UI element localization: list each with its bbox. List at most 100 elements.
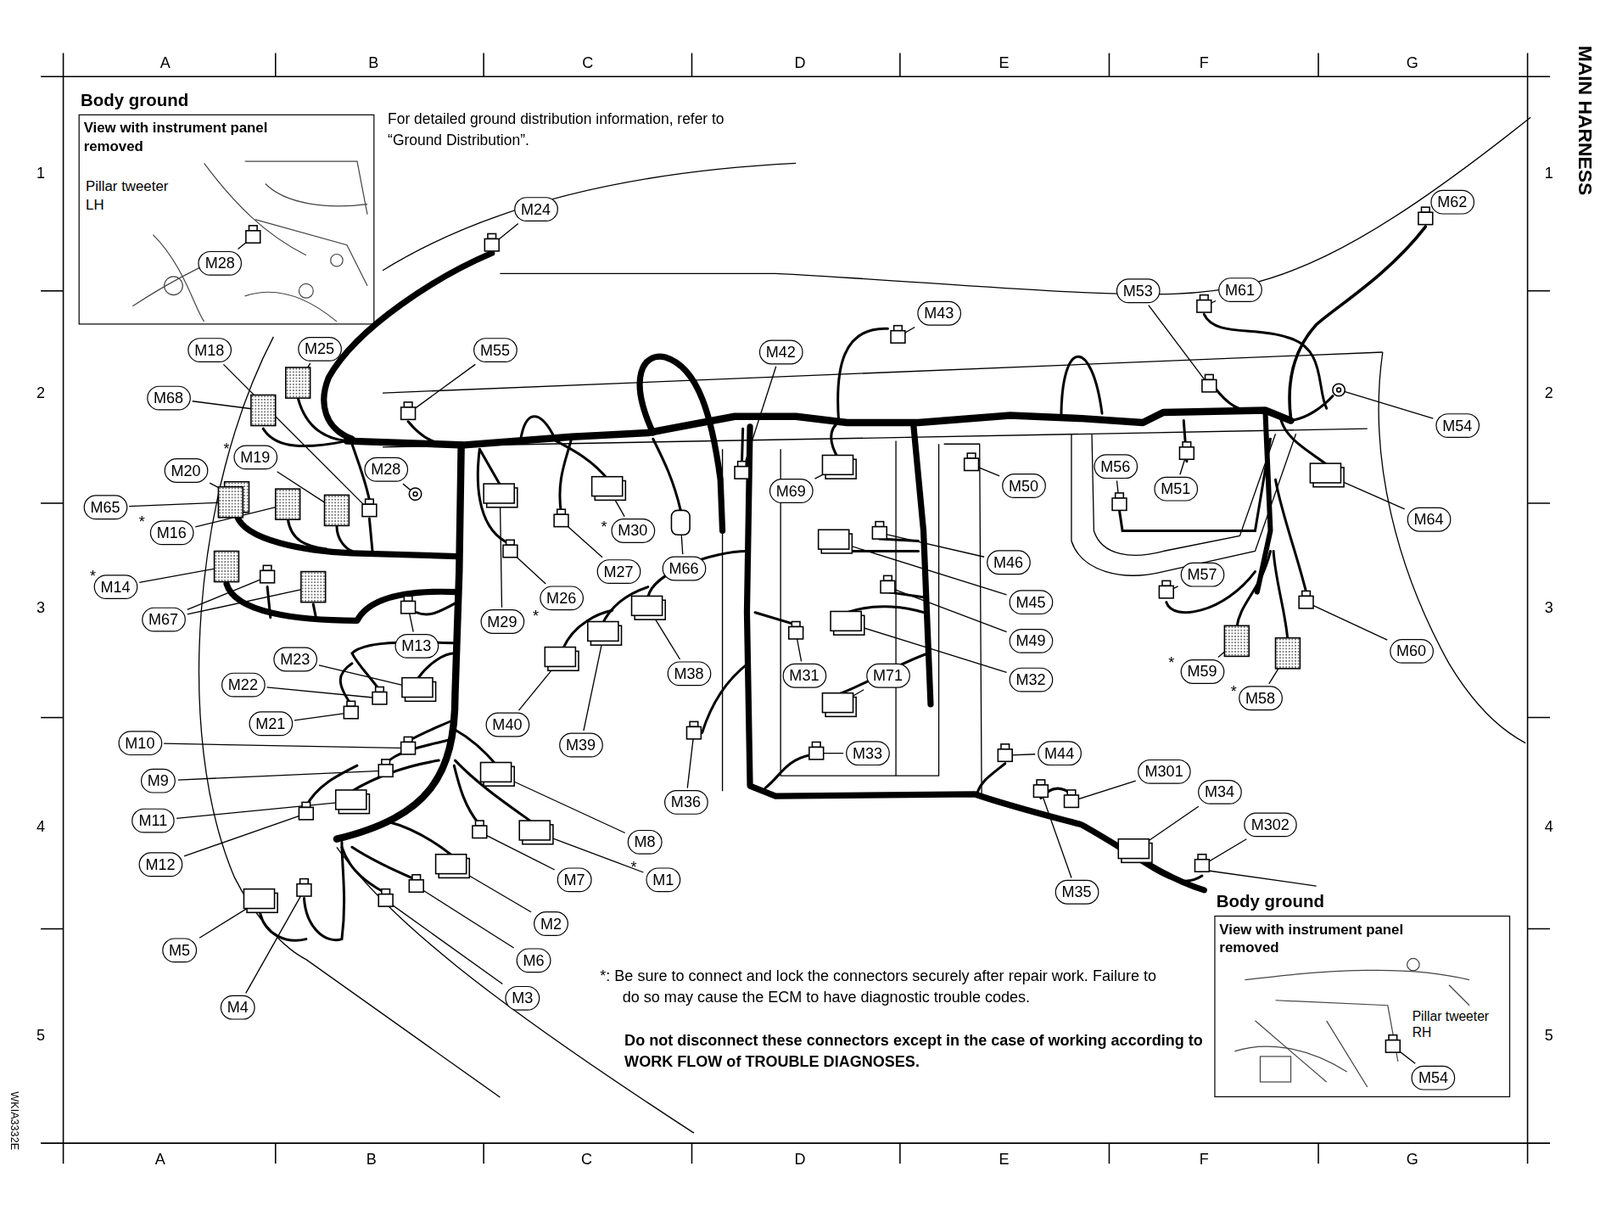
callout-number: M18 <box>187 337 232 363</box>
grid-frame <box>899 53 901 78</box>
connector-symbol <box>822 454 853 475</box>
asterisk-mark: * <box>601 518 608 538</box>
connector-symbol <box>791 621 800 627</box>
callout-number: M67 <box>141 607 186 633</box>
connector-symbol <box>260 565 275 582</box>
callout-number: M34 <box>1197 779 1242 805</box>
connector-symbol <box>880 580 896 593</box>
harness-trunk <box>226 226 1426 890</box>
callout-number: M64 <box>1406 507 1451 532</box>
connector-symbol <box>1202 374 1217 392</box>
connector-symbol <box>822 454 856 479</box>
callout-number: M27 <box>596 559 641 584</box>
callout-number: M45 <box>1008 589 1053 615</box>
connector-symbol <box>1337 387 1342 392</box>
harness-wire <box>1203 313 1326 409</box>
connector-symbol <box>343 705 359 718</box>
inset-sketch <box>1259 1056 1291 1082</box>
grid-reference: 3 <box>1544 598 1554 619</box>
connector-symbol <box>285 367 311 398</box>
callout-text: M68 <box>153 387 184 409</box>
harness-wire <box>648 551 748 598</box>
leader-line <box>834 540 1007 594</box>
connector-symbol <box>365 498 375 504</box>
vehicle-outline <box>199 117 1532 1133</box>
grid-frame <box>40 502 63 504</box>
callout-text: M59 <box>1186 660 1217 682</box>
callout-text: M30 <box>617 520 648 541</box>
inset-heading: Body ground <box>80 90 189 112</box>
callout-text: M16 <box>156 522 187 543</box>
connector-symbol <box>1385 1040 1400 1052</box>
vehicle-outline <box>895 441 896 777</box>
harness-wire <box>416 602 458 615</box>
callout-text: M54 <box>1442 415 1472 437</box>
asterisk-mark: * <box>89 566 96 587</box>
harness-wire <box>336 525 353 551</box>
connector-symbol <box>734 461 750 479</box>
leader-line <box>267 687 381 699</box>
leader-line <box>416 885 515 948</box>
connector-symbol <box>1194 859 1209 872</box>
callout-text: M61 <box>1225 279 1255 301</box>
callout-number: M20 <box>163 458 208 483</box>
callout-text: M44 <box>1044 743 1075 764</box>
callout-text: M21 <box>255 713 286 734</box>
connector-symbol <box>381 759 391 765</box>
grid-reference: A <box>160 53 171 73</box>
connector-symbol <box>378 894 393 907</box>
callout-number: M8 <box>626 829 663 855</box>
connector-symbol <box>375 686 385 692</box>
grid-reference: G <box>1406 53 1419 73</box>
connector-symbol <box>1385 1034 1400 1052</box>
grid-reference: 5 <box>36 1026 45 1047</box>
connector-symbol <box>738 461 747 467</box>
connector-symbol <box>214 551 240 582</box>
callout-text: M26 <box>546 587 577 609</box>
connector-symbol <box>483 483 518 508</box>
connector-symbol <box>408 487 421 500</box>
connector-symbol <box>285 367 311 398</box>
asterisk-mark: * <box>1168 654 1175 674</box>
leader-line <box>1338 389 1433 419</box>
inset-sketch <box>245 161 368 215</box>
callout-number: M51 <box>1153 476 1198 502</box>
harness-wire <box>352 846 417 879</box>
callout-number: M302 <box>1243 811 1297 837</box>
grid-frame <box>40 290 63 292</box>
connector-symbol <box>1332 383 1345 396</box>
callout-text: M46 <box>993 552 1024 573</box>
callout-text: M69 <box>776 481 806 502</box>
callout-number: M6 <box>515 947 552 973</box>
leader-line <box>687 732 694 789</box>
callout-text: M27 <box>603 561 633 582</box>
harness-wire <box>453 765 480 825</box>
connector-symbol <box>401 600 416 613</box>
callout-text: M60 <box>1396 640 1427 661</box>
grid-reference: D <box>794 1149 806 1170</box>
connector-symbol <box>403 736 413 742</box>
harness-wire <box>340 663 353 705</box>
connector-symbol <box>335 789 370 814</box>
callout-text: M8 <box>634 831 656 852</box>
vehicle-outline <box>1091 433 1276 555</box>
connector-symbol <box>1162 580 1171 586</box>
callout-number: M23 <box>273 647 318 672</box>
harness-wire <box>297 397 347 442</box>
harness-wire <box>408 421 439 443</box>
grid-reference: 5 <box>1544 1026 1554 1047</box>
harness-wire <box>838 328 889 423</box>
connector-symbol <box>1224 625 1249 656</box>
grid-reference: G <box>1406 1149 1419 1170</box>
harness-wire <box>653 438 681 510</box>
connector-symbol <box>809 741 824 759</box>
connector-symbol <box>1421 206 1431 213</box>
grid-frame <box>1527 290 1550 292</box>
callout-number: M49 <box>1008 628 1053 654</box>
part-name: Pillar tweeter RH <box>1412 1007 1494 1041</box>
connector-symbol <box>1112 497 1127 510</box>
connector-symbol <box>1064 789 1080 807</box>
inset-sketch <box>298 283 314 298</box>
connector-symbol <box>296 883 312 896</box>
connector-symbol <box>372 686 387 704</box>
